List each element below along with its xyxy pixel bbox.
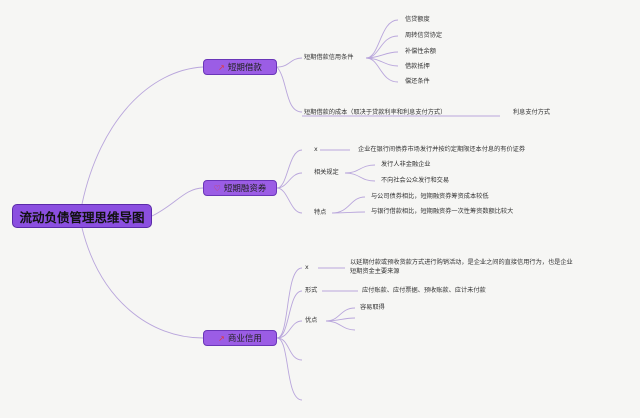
topic-trade-credit-definition[interactable]: 以延期付款或预收货款方式进行购销活动，是企业之间的直接信用行为，也是企业 xyxy=(350,259,573,266)
root-label: 流动负债管理思维导图 xyxy=(19,209,145,225)
branch-node-trade-credit[interactable]: ↗ 商业信用 xyxy=(203,330,277,346)
topic-not-public[interactable]: 不向社会公众发行和交易 xyxy=(381,177,450,184)
topic-bill-definition[interactable]: 企业在银行间债券市场发行并按约定期限还本付息的有价证券 xyxy=(358,146,526,153)
topic-lower-cost[interactable]: 与公司债券相比，短期融资券筹资成本较低 xyxy=(371,193,489,200)
topic-credit-line[interactable]: 信贷额度 xyxy=(405,16,430,23)
heart-icon: ♡ xyxy=(213,183,221,193)
branch-node-short-term-loan[interactable]: ↗ 短期借款 xyxy=(203,59,277,75)
branch-label: 商业信用 xyxy=(227,334,262,344)
topic-repayment-terms[interactable]: 偿还条件 xyxy=(405,78,430,85)
topic-collateral[interactable]: 借款抵押 xyxy=(405,63,430,70)
topic-x[interactable]: x xyxy=(305,264,309,271)
topic-interest-payment[interactable]: 利息支付方式 xyxy=(513,109,551,116)
topic-form-list[interactable]: 应付账款、应付票据、预收账款、应计未付款 xyxy=(362,287,486,294)
topic-revolving-credit[interactable]: 周转信贷协定 xyxy=(405,32,443,39)
branch-label: 短期借款 xyxy=(227,63,262,73)
topic-larger-amount[interactable]: 与银行借款相比，短期融资券一次性筹资数额比较大 xyxy=(371,208,514,215)
topic-trade-credit-definition-cont[interactable]: 短期资金主要来源 xyxy=(350,268,400,275)
topic-loan-cost[interactable]: 短期借款的成本（取决于贷款利率和利息支付方式） xyxy=(304,109,447,116)
topic-x[interactable]: x xyxy=(314,146,318,153)
topic-non-financial-issuer[interactable]: 发行人非金融企业 xyxy=(381,161,431,168)
topic-compensating-balance[interactable]: 补偿性余额 xyxy=(405,48,436,55)
topic-advantages[interactable]: 优点 xyxy=(305,317,318,324)
branch-node-short-term-bills[interactable]: ♡ 短期融资券 xyxy=(203,180,277,196)
topic-forms[interactable]: 形式 xyxy=(305,287,318,294)
branch-label: 短期融资券 xyxy=(223,184,267,194)
root-node[interactable]: 流动负债管理思维导图 xyxy=(12,204,152,228)
trend-icon: ↗ xyxy=(218,62,225,72)
topic-features[interactable]: 特点 xyxy=(314,209,327,216)
topic-regulations[interactable]: 相关规定 xyxy=(314,169,339,176)
topic-credit-conditions[interactable]: 短期借款信用条件 xyxy=(304,54,354,61)
topic-easy-to-obtain[interactable]: 容易取得 xyxy=(360,304,385,311)
trend-icon: ↗ xyxy=(218,333,225,343)
